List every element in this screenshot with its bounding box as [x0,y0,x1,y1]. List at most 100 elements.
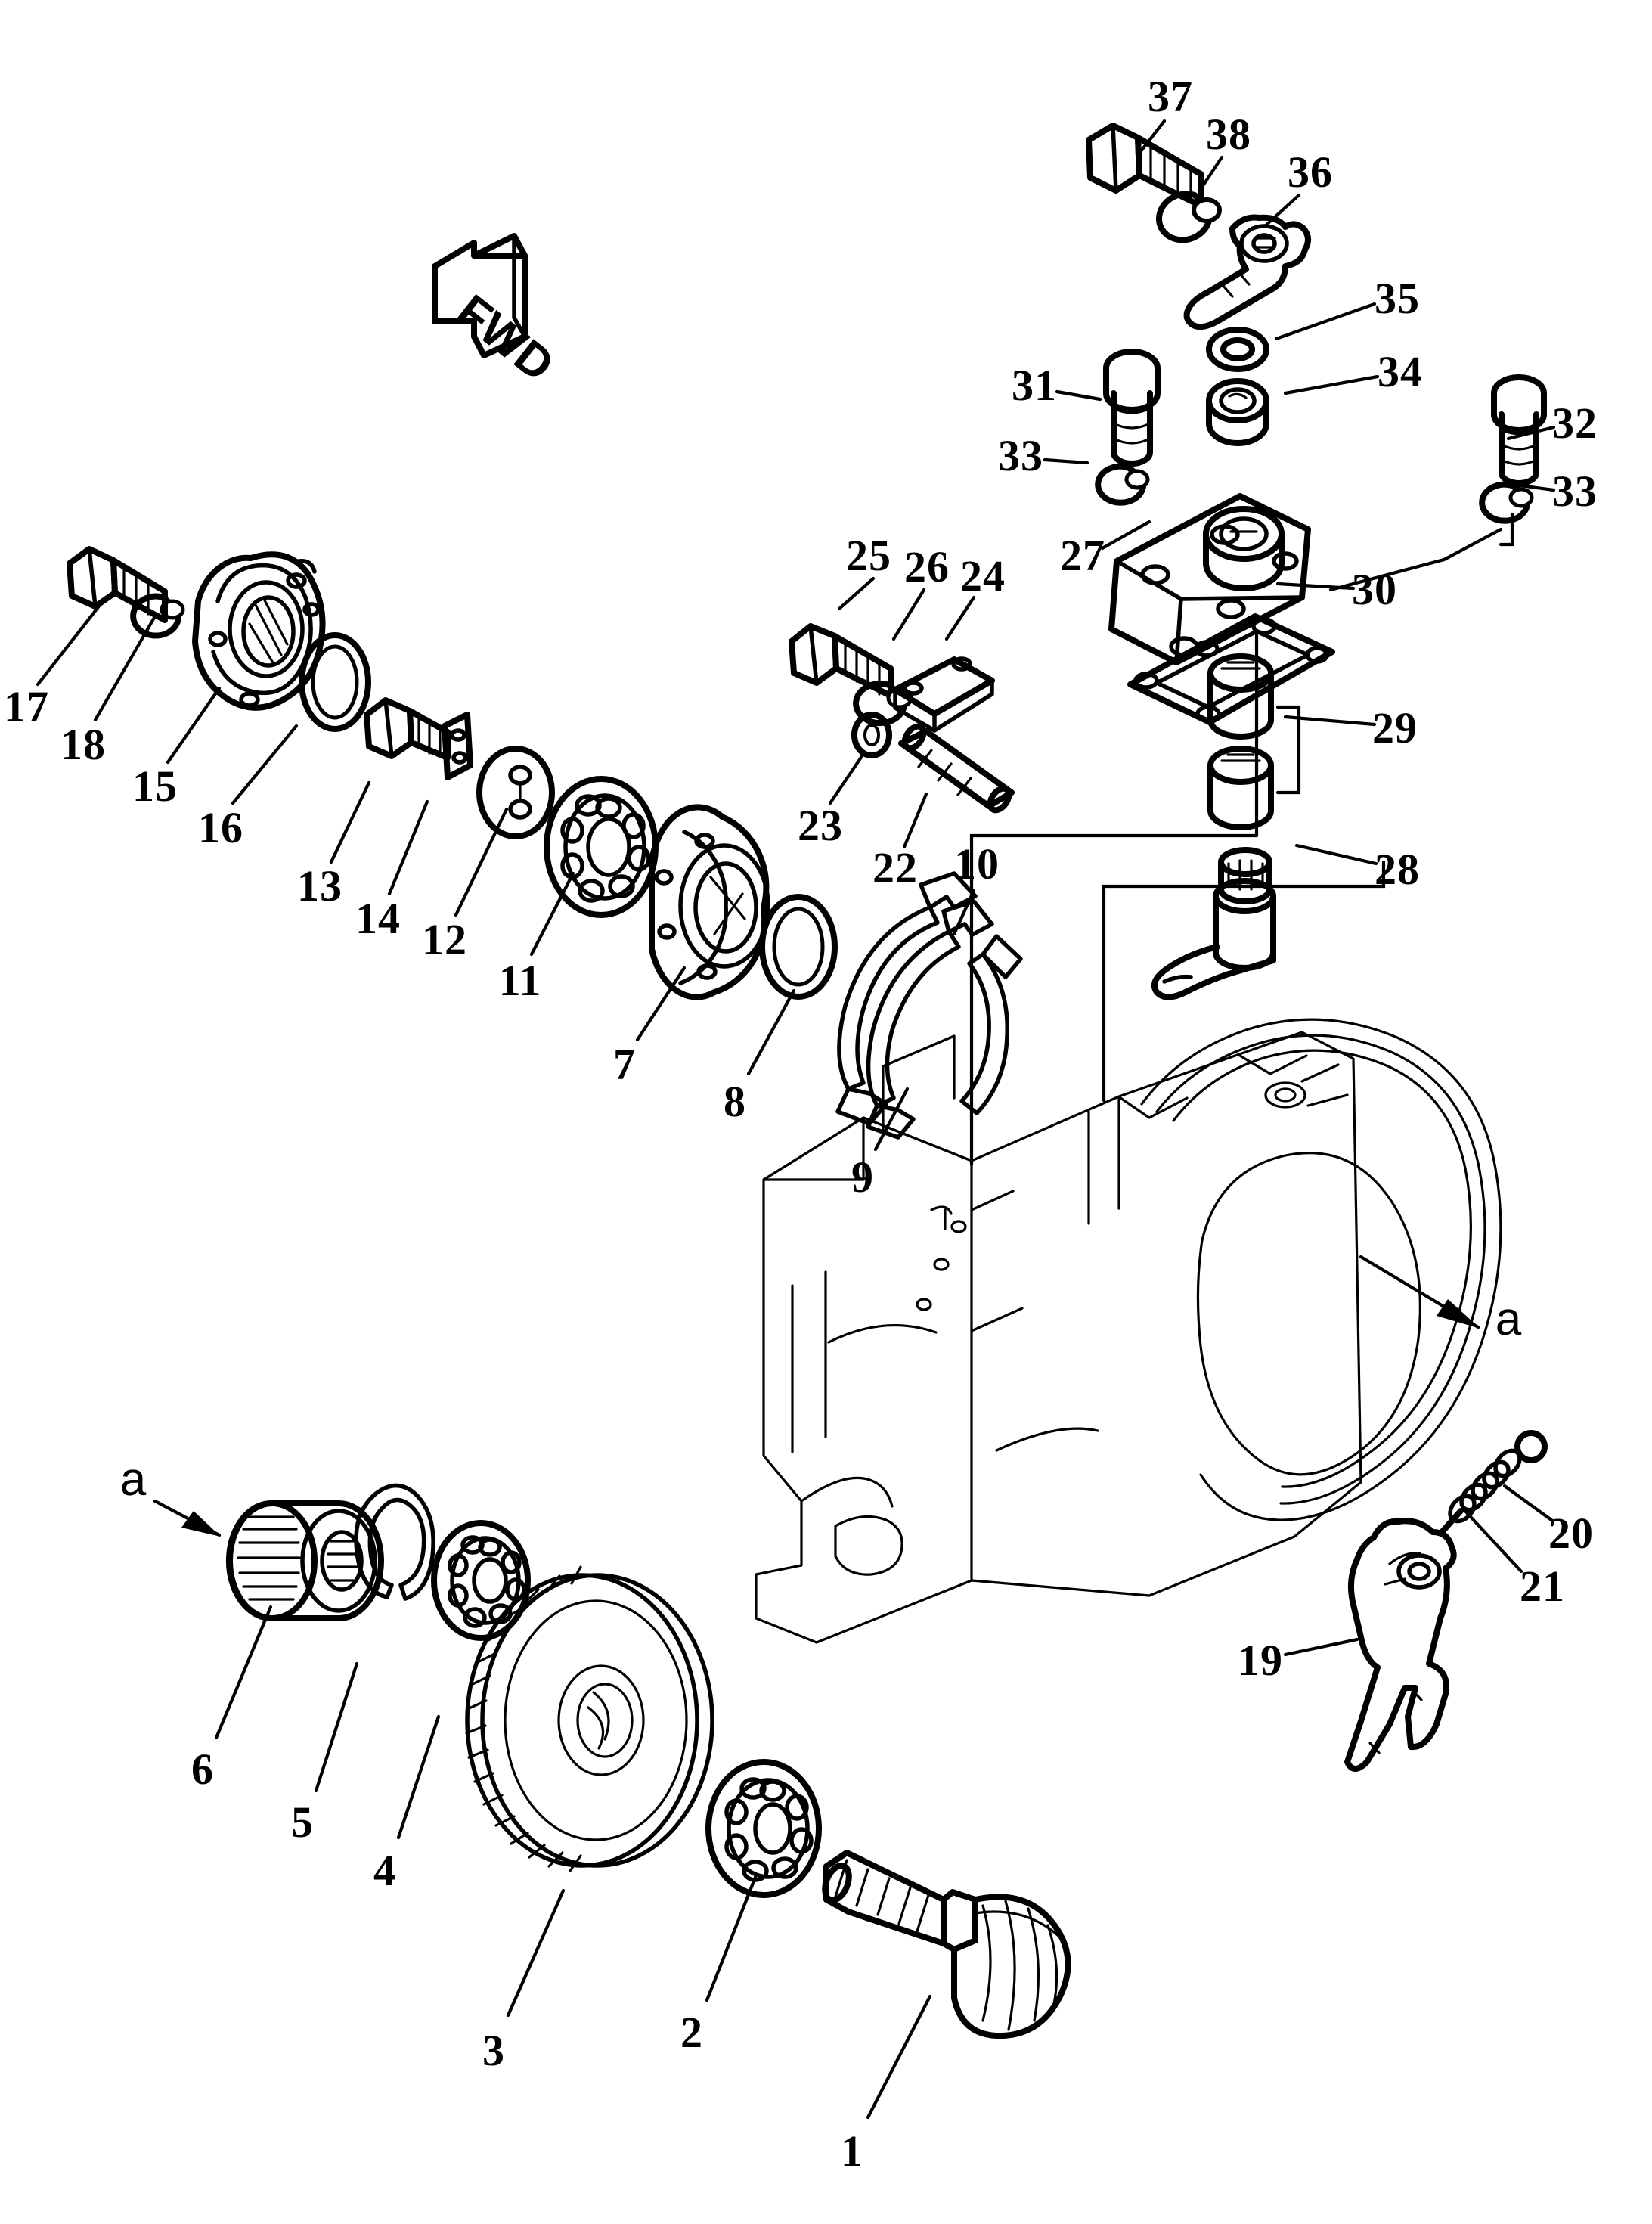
callout-shim-washer: 35 [1375,274,1420,323]
callout-leader-lines [36,119,1556,2120]
part-7-bearing-retainer [649,804,770,1000]
callout-shift-lever: 36 [1288,147,1333,197]
leader-line-o-ring [746,988,796,1076]
leader-line-input-shaft-with-bevel-gear [866,1994,932,2120]
leader-line-washer [93,614,157,722]
leader-line-snap-ring [314,1661,359,1793]
part-38-snap-ring [1156,191,1222,243]
callout-ball-bearing: 2 [680,2008,703,2057]
part-17-bolt [67,546,168,623]
leader-line-snap-ring [1198,155,1224,191]
part-31-bolt [1103,349,1161,467]
part-13-bolt [364,697,451,761]
section-marker-a-left: a [119,1453,147,1506]
callout-bolt: 13 [297,861,342,910]
callout-detent-ball: 20 [1548,1509,1594,1558]
leader-line-shift-lever [1262,193,1301,229]
leader-line-o-ring [828,754,864,805]
callout-washer: 26 [904,542,950,591]
leader-line-bearing-cage-retainer [635,966,687,1042]
leader-line-bolt [329,780,371,864]
part-21-detent-spring [1440,1448,1522,1534]
callout-bolt: 32 [1552,399,1598,448]
callout-bolt: 17 [4,682,49,731]
callout-washer: 14 [355,894,401,943]
callout-bearing-retainer-cover: 15 [132,761,178,811]
part-11-ball-bearing [544,776,659,918]
part-16-o-ring [299,632,371,732]
callout-shifter-plate: 24 [960,551,1006,600]
section-arrow-right [1359,1255,1480,1329]
leader-line-shifter-plate [944,595,976,641]
part-36-shift-lever [1183,214,1311,330]
section-marker-a-right: a [1495,1293,1522,1345]
leader-line-washer [1506,482,1556,492]
part-19-shift-fork [1344,1518,1457,1772]
callout-detent-spring: 21 [1520,1562,1565,1611]
callout-split-retainer-ring-half: 10 [954,839,1000,889]
part-5-snap-ring [354,1483,435,1601]
part-33-washer-right [1479,481,1534,524]
callout-ball-bearing: 11 [498,956,542,1005]
leader-line-bolt [837,576,876,611]
part-15-bearing-retainer-cover [192,551,326,711]
leader-line-bolt [1506,425,1556,441]
callout-o-ring: 8 [724,1077,746,1126]
part-34-bearing [1206,378,1269,446]
leader-line-split-retainer-ring-half [873,1087,910,1152]
part-3-driven-gear [465,1565,714,1872]
leader-line-washer [387,799,429,896]
part-4-ball-bearing [431,1520,531,1641]
leader-line-bolt [36,595,108,687]
leader-line-detent-spring [1461,1506,1523,1574]
callout-o-ring: 16 [198,803,243,852]
leader-line-shift-fork [1283,1637,1359,1657]
part-6-coupling-hub [225,1500,384,1622]
leader-line-bearing-retainer-cover [166,686,222,765]
leader-line-shifter-pin [902,792,928,849]
part-1-input-shaft [822,1850,1071,2039]
callout-o-ring: 23 [798,801,843,850]
part-22-shifter-pin [898,723,1015,814]
callout-shifter-pin: 22 [872,843,918,892]
leader-line-washer [1043,458,1089,465]
part-24-shifter-plate [892,656,995,733]
callout-bolt: 37 [1148,72,1193,121]
callout-split-retainer-ring-half: 9 [851,1152,874,1202]
svg-text:FWD: FWD [447,285,563,392]
callout-washer: 33 [1552,467,1598,516]
callout-bushing: 29 [1372,703,1418,752]
leader-line-bolt [1136,119,1167,157]
leader-line-ball-bearing [705,1873,758,2002]
leader-line-shifter-shaft-with-arm [1294,843,1378,866]
leader-line-split-retainer-ring-half [952,889,976,936]
leader-line-bushing [1283,715,1377,727]
part-27-bearing-housing-plate [1108,493,1311,665]
leader-line-bolt [1055,389,1102,402]
part-10-split-retainer-ring [835,871,978,1126]
callout-snap-ring: 38 [1206,110,1251,159]
callout-bearing: 34 [1378,347,1423,396]
part-33-washer-left [1095,463,1150,506]
part-29-bushings [1207,653,1301,830]
leader-line-o-ring [231,724,299,805]
callout-bolt: 25 [846,531,891,580]
part-8-o-ring [759,894,838,1000]
section-arrow-left [153,1499,222,1537]
part-23-o-ring [851,712,892,758]
callout-bearing-cage-retainer: 7 [613,1040,636,1089]
leader-line-washer [891,588,926,641]
callout-bolt: 31 [1012,361,1057,410]
part-2-ball-bearing [705,1759,822,1898]
callout-washer: 18 [60,720,106,769]
part-35-shim-washer [1206,327,1269,372]
leader-line-driven-gear [506,1888,566,2018]
callout-splined-coupling-hub: 6 [191,1745,214,1794]
callout-input-shaft-with-bevel-gear: 1 [841,2126,863,2176]
transmission-case-housing [755,1018,1502,1644]
fwd-direction-marker: FWD [432,233,563,392]
part-12-lock-plate [476,746,555,839]
callout-snap-ring: 5 [291,1798,314,1847]
leader-line-detent-ball [1502,1484,1554,1522]
